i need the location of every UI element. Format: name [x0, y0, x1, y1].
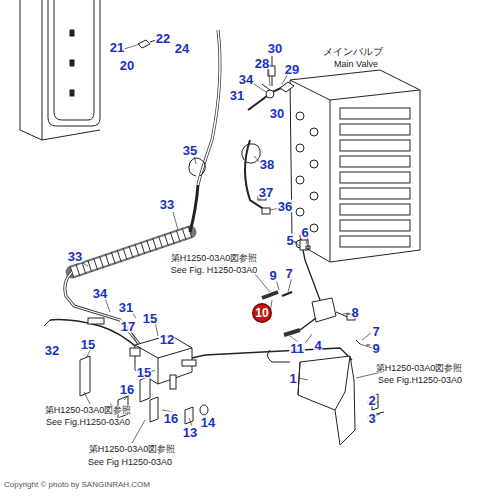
valve-spool	[340, 188, 410, 199]
hose-wrap	[88, 260, 92, 272]
callout-number: 4	[313, 339, 322, 352]
callout-number: 36	[277, 200, 293, 213]
valve-port	[296, 112, 304, 120]
callout-number: 7	[284, 267, 293, 280]
hose-wrap	[182, 228, 186, 240]
callout-number: 21	[109, 41, 125, 54]
valve-spool	[340, 172, 410, 183]
valve-port	[296, 208, 304, 216]
reference-note: See Fig H1250-03A0	[87, 458, 173, 467]
valve-spool	[340, 124, 410, 135]
callout-number: 31	[118, 301, 134, 314]
valve-spool	[340, 140, 410, 151]
valve-spool	[340, 220, 410, 231]
valve-port	[296, 144, 304, 152]
callout-number: 20	[119, 59, 135, 72]
callout-number: 28	[254, 57, 270, 70]
hose-wrap	[135, 244, 139, 256]
callout-number: 16	[163, 412, 179, 425]
valve-port	[310, 224, 318, 232]
hose-wrap	[111, 252, 115, 264]
callout-number: 37	[258, 186, 274, 199]
callout-number: 35	[182, 144, 198, 157]
callout-number: 3	[367, 412, 376, 425]
callout-number: 9	[371, 342, 380, 355]
hose-wrap	[117, 250, 121, 262]
highlighted-callout: 10	[254, 305, 271, 322]
callout-number: 11	[289, 342, 305, 355]
callout-number: 32	[44, 344, 60, 357]
reference-note: 第H1250-03A0図参照	[44, 406, 133, 415]
callout-number: 2	[367, 394, 376, 407]
callout-number: 17	[120, 320, 136, 333]
hose-wrap	[164, 234, 168, 246]
valve-spool	[340, 204, 410, 215]
part-title: メインバルブ	[322, 47, 384, 57]
callout-number: 5	[285, 234, 294, 247]
callout-number: 33	[67, 250, 83, 263]
reference-note: See Fig. H1250-03A0	[170, 266, 259, 275]
callout-number: 16	[119, 383, 135, 396]
callout-number: 15	[80, 338, 96, 351]
callout-number: 8	[350, 306, 359, 319]
callout-number: 24	[174, 42, 190, 55]
valve-spool	[340, 236, 410, 247]
reference-note: 第H1250-03A0図参照	[375, 364, 464, 373]
valve-spool	[340, 156, 410, 167]
callout-number: 31	[229, 89, 245, 102]
valve-port	[310, 192, 318, 200]
callout-number: 33	[159, 198, 175, 211]
hose-wrap	[159, 236, 163, 248]
hose-wrap	[76, 264, 80, 276]
hose-wrap	[105, 254, 109, 266]
reference-note: 第H1250-03A0図参照	[88, 445, 177, 454]
hose-wrap	[94, 258, 98, 270]
callout-number: 22	[155, 32, 171, 45]
valve-port	[310, 128, 318, 136]
callout-number: 14	[200, 416, 216, 429]
hose-wrap	[100, 256, 104, 268]
callout-number: 9	[268, 269, 277, 282]
hose-wrap	[147, 240, 151, 252]
callout-number: 6	[300, 226, 309, 239]
reference-note: See Fig.H1250-03A0	[377, 376, 463, 385]
copyright-note: Copyright © photo by SANGINRAH.COM	[4, 481, 150, 489]
callout-number: 30	[269, 107, 285, 120]
callout-number: 15	[142, 312, 158, 325]
callout-number: 29	[284, 63, 300, 76]
callout-number: 34	[92, 287, 108, 300]
valve-port	[310, 160, 318, 168]
callout-number: 34	[238, 73, 254, 86]
reference-note: See Fig.H1250-03A0	[45, 418, 131, 427]
part-title: Main Valve	[333, 60, 379, 69]
reference-note: 第H1250-03A0図参照	[170, 254, 259, 263]
callout-number: 15	[136, 366, 152, 379]
hose-wrap	[123, 248, 127, 260]
hose-wrap	[170, 232, 174, 244]
callout-number: 38	[259, 158, 275, 171]
valve-port	[296, 176, 304, 184]
callout-number: 7	[371, 325, 380, 338]
hose-wrap	[129, 246, 133, 258]
callout-number: 30	[267, 42, 283, 55]
callout-number: 1	[288, 372, 297, 385]
valve-spool	[340, 108, 410, 119]
hose-wrap	[176, 230, 180, 242]
hose-wrap	[141, 242, 145, 254]
callout-number: 13	[182, 426, 198, 439]
hose-wrap	[153, 238, 157, 250]
callout-number: 12	[159, 333, 175, 346]
